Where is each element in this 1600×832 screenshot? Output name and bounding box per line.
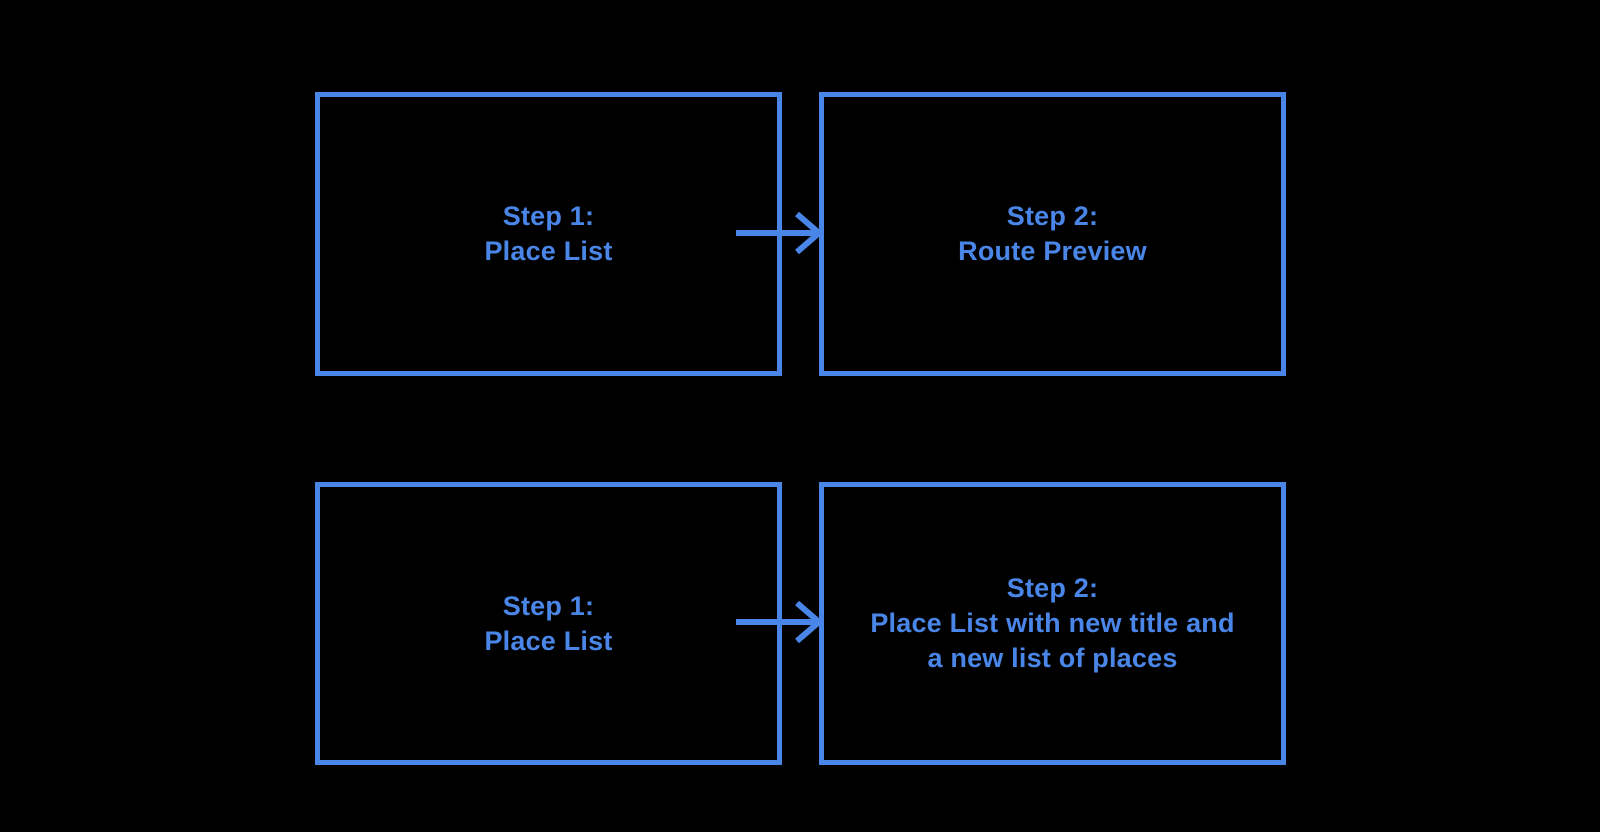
- step-box-4-place-list-new-title: Step 2: Place List with new title and a …: [819, 482, 1286, 765]
- step-box-3-place-list: Step 1: Place List: [315, 482, 782, 765]
- step-box-4-label: Step 2: Place List with new title and a …: [870, 573, 1235, 673]
- step-box-1-place-list: Step 1: Place List: [315, 92, 782, 376]
- step-box-1-label: Step 1: Place List: [484, 201, 613, 266]
- step-box-2-label: Step 2: Route Preview: [958, 201, 1147, 266]
- step-box-3-label: Step 1: Place List: [484, 590, 613, 656]
- right-arrow-icon: [736, 211, 824, 255]
- step-box-2-route-preview: Step 2: Route Preview: [819, 92, 1286, 376]
- right-arrow-icon: [736, 600, 824, 644]
